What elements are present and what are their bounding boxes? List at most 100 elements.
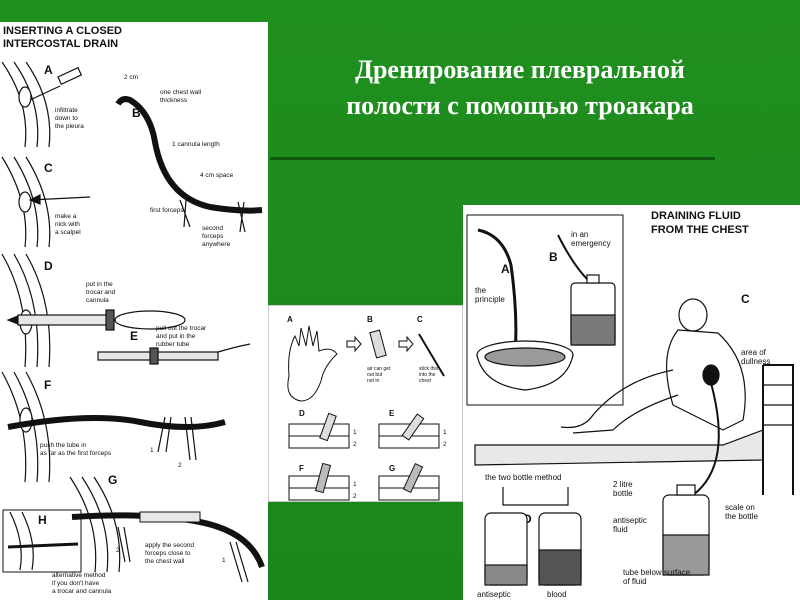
mid-number-2a: 2 xyxy=(353,441,357,448)
antiseptic-line-1: antiseptic xyxy=(613,516,647,525)
chest-wall-a xyxy=(1,61,51,148)
dullness-line-2: dullness xyxy=(741,357,770,366)
valve-step-d xyxy=(288,412,350,449)
mid-number-1a: 1 xyxy=(353,429,357,436)
mid-number-2c: 2 xyxy=(353,493,357,500)
step-letter-c: C xyxy=(44,161,53,175)
draining-fluid-svg: DRAINING FLUID FROM THE CHEST A B C D th… xyxy=(466,210,794,599)
mid-letter-b: B xyxy=(367,315,373,324)
bottom-antiseptic: antiseptic xyxy=(477,590,511,599)
tube-line-2: of fluid xyxy=(623,577,647,586)
caption-h-3: a trocar and cannula xyxy=(52,588,112,595)
b-label-second-1: second xyxy=(202,225,223,232)
principle-line-2: principle xyxy=(475,295,505,304)
bottom-blood: blood xyxy=(547,590,567,599)
mid-letter-g: G xyxy=(389,464,395,473)
mid-letter-f: F xyxy=(299,464,304,473)
valve-step-g xyxy=(378,462,440,501)
step-letter-d: D xyxy=(44,259,53,273)
mid-caption-b-3: not in xyxy=(367,378,379,384)
f-number-1: 1 xyxy=(150,447,154,454)
caption-a-1: infiltrate xyxy=(55,107,78,114)
finger-valve-drawing xyxy=(369,329,387,359)
step-letter-a: A xyxy=(44,63,53,77)
mid-caption-c-1: stick this xyxy=(419,366,439,372)
litre-line-2: bottle xyxy=(613,489,633,498)
right-header-line-1: DRAINING FLUID xyxy=(651,210,741,222)
forceps-f xyxy=(157,416,197,461)
caption-h-2: if you don't have xyxy=(52,580,100,587)
inset-ab-frame xyxy=(466,214,624,406)
slide-title: Дренирование плевральной полости с помощ… xyxy=(300,52,740,124)
collection-bottle xyxy=(662,484,710,576)
b-label-cannula: 1 cannula length xyxy=(172,141,220,148)
caption-g-3: the chest wall xyxy=(145,558,185,565)
valve-step-f xyxy=(288,462,350,501)
mid-number-2b: 2 xyxy=(443,441,447,448)
left-header-line-1: INSERTING A CLOSED xyxy=(3,25,122,37)
caption-d-1: put in the xyxy=(86,281,113,288)
clamp-g xyxy=(139,511,201,523)
two-bottle-drawing xyxy=(484,487,582,586)
b-label-2cm: 2 cm xyxy=(124,74,138,81)
right-header-line-2: FROM THE CHEST xyxy=(651,224,749,236)
valve-illustration: A B C air can get out but not in stick t… xyxy=(268,305,463,502)
step-letter-e: E xyxy=(130,329,138,343)
litre-line-1: 2 litre xyxy=(613,480,633,489)
drain-tube-b xyxy=(115,96,263,214)
principle-line-1: the xyxy=(475,286,487,295)
caption-c-1: make a xyxy=(55,213,77,220)
caption-f-2: as far as the first forceps xyxy=(40,450,112,457)
valve-svg: A B C air can get out but not in stick t… xyxy=(287,315,447,501)
mid-letter-a: A xyxy=(287,315,293,324)
caption-f-1: push the tube in xyxy=(40,442,87,449)
antiseptic-line-2: fluid xyxy=(613,525,628,534)
forceps-g xyxy=(117,526,249,583)
title-divider xyxy=(270,157,715,160)
caption-h-1: alternative method xyxy=(52,572,106,579)
needle-valve-drawing xyxy=(418,333,445,377)
arrow-b-c-icon xyxy=(398,335,414,353)
g-number-2: 2 xyxy=(116,547,120,554)
caption-c-2: nick with xyxy=(55,221,80,228)
caption-e-2: and put in the xyxy=(156,333,196,340)
closed-drain-svg: INSERTING A CLOSED INTERCOSTAL DRAIN A B… xyxy=(1,25,265,595)
dullness-line-1: area of xyxy=(741,348,767,357)
b-label-second-3: anywhere xyxy=(202,241,231,248)
right-letter-b: B xyxy=(549,250,558,264)
caption-a-2: down to xyxy=(55,115,78,122)
b-label-wall-2: thickness xyxy=(160,97,188,104)
mid-caption-c-3: chest xyxy=(419,378,432,384)
caption-g-1: apply the second xyxy=(145,542,195,549)
emergency-bottle xyxy=(557,234,616,346)
closed-drain-illustration: INSERTING A CLOSED INTERCOSTAL DRAIN A B… xyxy=(0,22,268,600)
inset-h-frame xyxy=(2,509,82,573)
slide-title-line-1: Дренирование плевральной xyxy=(355,55,685,84)
b-label-space: 4 cm space xyxy=(200,172,234,179)
caption-e-1: pull out the trocar xyxy=(156,325,207,332)
drain-tube-f xyxy=(7,415,226,430)
b-label-second-2: forceps xyxy=(202,233,224,240)
caption-g-2: forceps close to xyxy=(145,550,191,557)
step-letter-b: B xyxy=(132,106,141,120)
valve-step-e xyxy=(378,413,440,449)
bowl-drawing xyxy=(476,228,574,391)
inset-h-drawing xyxy=(7,511,79,571)
step-letter-g: G xyxy=(108,473,117,487)
mid-number-1b: 1 xyxy=(443,429,447,436)
tube-line-1: tube below surface xyxy=(623,568,691,577)
slide-title-line-2: полости с помощью троакара xyxy=(346,91,694,120)
step-letter-h: H xyxy=(38,513,47,527)
caption-c-3: a scalpel xyxy=(55,229,81,236)
draining-fluid-illustration: DRAINING FLUID FROM THE CHEST A B C D th… xyxy=(463,205,800,600)
mid-number-1c: 1 xyxy=(353,481,357,488)
g-number-1: 1 xyxy=(222,557,226,564)
mid-caption-b-1: air can get xyxy=(367,366,391,372)
trocar-drawing xyxy=(6,309,186,331)
chest-wall-c xyxy=(1,156,51,248)
patient-on-bed xyxy=(474,298,794,496)
b-label-first-forceps: first forceps xyxy=(150,207,184,214)
scale-line-2: the bottle xyxy=(725,512,758,521)
step-letter-f: F xyxy=(44,378,51,392)
caption-a-3: the pleura xyxy=(55,123,84,130)
